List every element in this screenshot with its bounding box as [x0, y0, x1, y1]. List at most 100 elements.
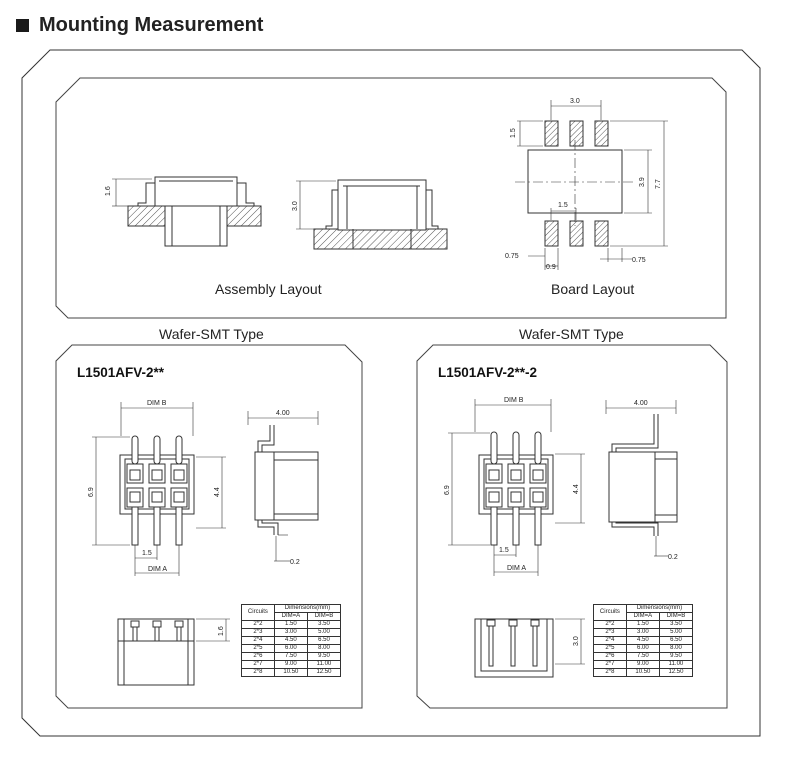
table-cell: 12.50 [306, 668, 342, 677]
table-cell: 4.50 [273, 636, 308, 645]
table-cell: 9.50 [658, 652, 694, 661]
right-dim-3-0: 3.0 [573, 636, 580, 646]
left-dim-4-4: 4.4 [214, 487, 221, 497]
right-part-number: L1501AFV-2**-2 [438, 365, 538, 380]
left-panel-frame [55, 344, 363, 709]
right-dim-0-2: 0.2 [668, 554, 678, 561]
table-cell: 2*8 [593, 668, 627, 677]
page-title: Mounting Measurement [39, 13, 264, 36]
table-cell: 6.00 [273, 644, 308, 653]
left-dim-0-2: 0.2 [290, 559, 300, 566]
table-head-dim-b: DIM=B [306, 612, 342, 621]
right-dim-6-9: 6.9 [444, 485, 451, 495]
table-cell: 1.50 [625, 620, 660, 629]
table-cell: 5.00 [658, 628, 694, 637]
table-cell: 2*6 [241, 652, 275, 661]
table-cell: 2*7 [241, 660, 275, 669]
table-cell: 2*6 [593, 652, 627, 661]
table-head-dim-b: DIM=B [658, 612, 694, 621]
left-bottom-view: 1.6 [117, 618, 230, 686]
table-cell: 2*3 [593, 628, 627, 637]
outer-frame [21, 49, 761, 737]
table-cell: 1.50 [273, 620, 308, 629]
dim-3-0-assembly: 3.0 [292, 201, 299, 211]
assembly-right: 3.0 [292, 179, 448, 250]
heading-square-icon [16, 18, 29, 32]
table-cell: 10.50 [625, 668, 660, 677]
table-cell: 8.00 [306, 644, 342, 653]
table-cell: 7.50 [625, 652, 660, 661]
table-cell: 11.00 [658, 660, 694, 669]
dim-0-75-right: 0.75 [632, 257, 646, 264]
table-head-circuits: Circuits [241, 604, 275, 621]
left-dim-6-9: 6.9 [88, 487, 95, 497]
table-cell: 6.00 [625, 644, 660, 653]
board-layout-label: Board Layout [551, 281, 635, 297]
table-cell: 11.00 [306, 660, 342, 669]
right-dim-a: DIM A [507, 565, 526, 572]
table-cell: 2*4 [593, 636, 627, 645]
table-cell: 8.00 [658, 644, 694, 653]
dim-7-7: 7.7 [655, 179, 662, 189]
assembly-left: 1.6 [105, 176, 262, 247]
table-cell: 2*4 [241, 636, 275, 645]
table-cell: 9.50 [306, 652, 342, 661]
table-cell: 2*5 [241, 644, 275, 653]
left-dim-4-00: 4.00 [276, 410, 290, 417]
table-cell: 4.50 [625, 636, 660, 645]
dim-1-5-pad: 1.5 [510, 128, 517, 138]
section-heading: Mounting Measurement [16, 10, 263, 40]
left-dim-b: DIM B [147, 400, 167, 407]
right-dim-4-00: 4.00 [634, 400, 648, 407]
left-dim-1-6: 1.6 [218, 626, 225, 636]
table-head-dim-a: DIM=A [273, 612, 308, 621]
dim-3-9: 3.9 [639, 177, 646, 187]
left-dim-1-5: 1.5 [142, 550, 152, 557]
right-dim-1-5: 1.5 [499, 547, 509, 554]
table-cell: 10.50 [273, 668, 308, 677]
table-cell: 5.00 [306, 628, 342, 637]
table-cell: 7.50 [273, 652, 308, 661]
assembly-layout-label: Assembly Layout [215, 281, 322, 297]
table-cell: 6.50 [306, 636, 342, 645]
table-cell: 12.50 [658, 668, 694, 677]
board-layout: 3.0 1.5 1.5 3.9 7.7 0.75 0.9 0.75 [505, 98, 668, 271]
dim-0-75-left: 0.75 [505, 253, 519, 260]
table-cell: 9.00 [273, 660, 308, 669]
table-cell: 6.50 [658, 636, 694, 645]
left-dim-a: DIM A [148, 566, 167, 573]
table-cell: 2*3 [241, 628, 275, 637]
dim-3-0-board: 3.0 [570, 98, 580, 105]
table-head-dimensions: Dimensions(mm) [625, 604, 694, 613]
right-side-view: 4.00 0.2 [605, 400, 678, 561]
right-bottom-view: 3.0 [474, 618, 585, 678]
table-cell: 2*2 [593, 620, 627, 629]
table-cell: 3.00 [625, 628, 660, 637]
dim-1-6: 1.6 [105, 186, 112, 196]
table-cell: 3.50 [658, 620, 694, 629]
right-panel-frame [416, 344, 728, 709]
dim-0-9: 0.9 [546, 264, 556, 271]
left-front-view: DIM B 6.9 4.4 1.5 DIM A [88, 400, 226, 576]
table-cell: 2*5 [593, 644, 627, 653]
left-side-view: 4.00 0.2 [247, 410, 319, 566]
table-cell: 2*8 [241, 668, 275, 677]
right-dim-b: DIM B [504, 397, 524, 404]
right-front-view: DIM B 6.9 4.4 1.5 DIM A [444, 397, 585, 576]
